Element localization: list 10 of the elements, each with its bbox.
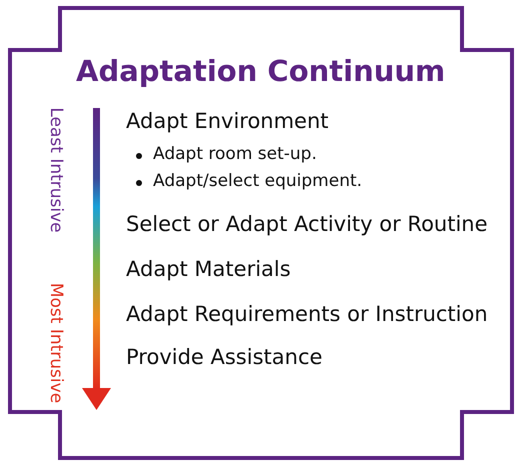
list-item: Adapt Requirements or Instruction: [126, 302, 488, 326]
list-item: Select or Adapt Activity or Routine: [126, 212, 488, 236]
bullet-item: Adapt/select equipment.: [153, 172, 362, 192]
list-item: Adapt Environment: [126, 109, 329, 134]
bullet-item: Adapt room set-up.: [153, 145, 317, 165]
list-item: Adapt Materials: [126, 257, 291, 282]
list-item: Provide Assistance: [126, 345, 322, 370]
scale-label: Least Intrusive: [45, 107, 65, 233]
scale-label: Most Intrusive: [45, 282, 65, 404]
title: Adaptation Continuum: [76, 55, 446, 88]
